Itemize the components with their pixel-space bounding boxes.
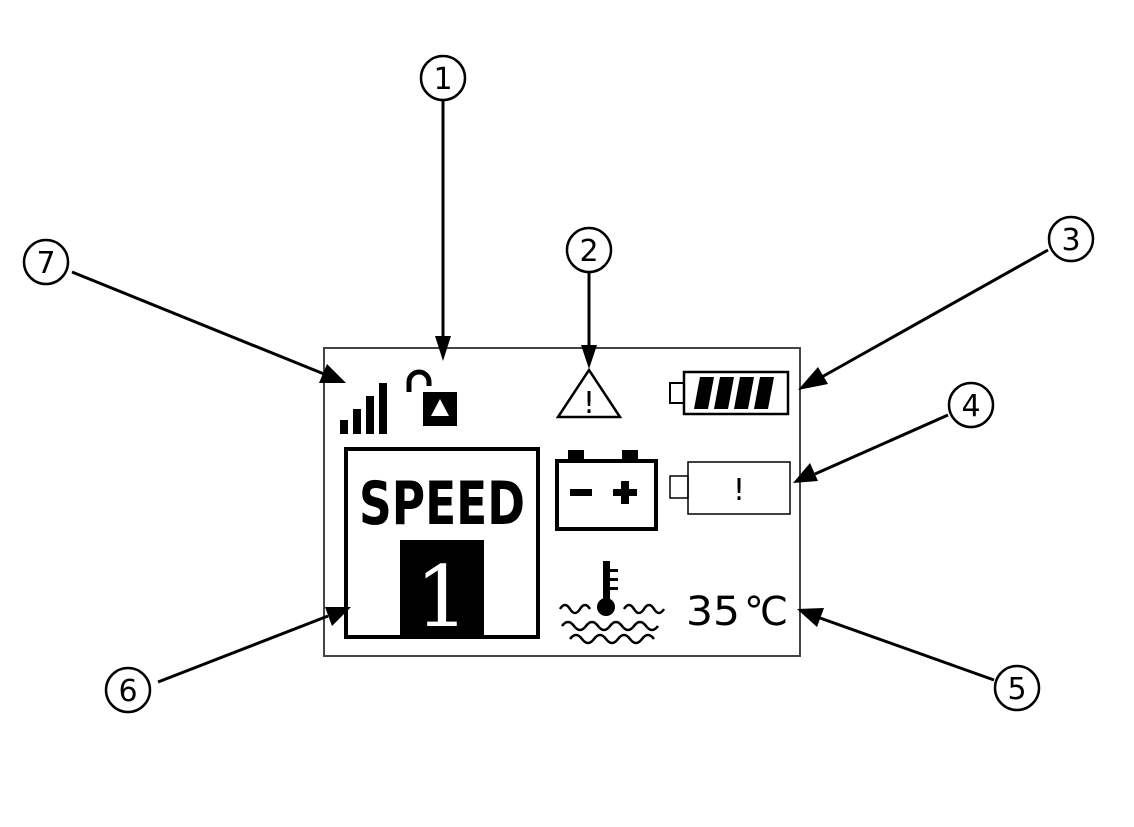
callout-arrowhead-4 (793, 463, 818, 483)
callout-marker-6: 6 (104, 666, 152, 714)
warning-triangle-icon: ! (555, 367, 623, 421)
battery-alert-icon: ! (669, 461, 791, 515)
callout-marker-4: 4 (947, 381, 995, 429)
gear-value: 1 (415, 548, 468, 646)
callout-label-4: 4 (961, 389, 980, 424)
callout-label-5: 5 (1007, 672, 1026, 707)
callout-arrowhead-3 (798, 367, 828, 390)
callout-arrowhead-6 (325, 607, 351, 626)
callout-arrowhead-2 (581, 345, 597, 369)
gear-box (400, 540, 484, 637)
battery-segment (714, 377, 734, 409)
callout-marker-7: 7 (22, 238, 70, 286)
callout-arrows (71, 101, 1049, 684)
battery-full-icon (669, 370, 790, 416)
battery-segment (754, 377, 774, 409)
unlocked-padlock-icon (406, 369, 457, 426)
callout-markers: 1 2 3 4 5 6 7 (22, 54, 1095, 714)
battery-alert-mark: ! (733, 473, 745, 508)
car-battery-icon (555, 450, 658, 531)
callout-arrowhead-1 (435, 336, 451, 361)
callout-marker-1: 1 (419, 54, 467, 102)
callout-arrow-4 (814, 413, 949, 476)
callout-label-1: 1 (433, 62, 452, 97)
signal-strength-icon (340, 383, 387, 434)
callout-label-3: 3 (1061, 223, 1080, 258)
temperature-value: 35 (686, 589, 740, 635)
speed-indicator: SPEED 1 (344, 447, 540, 646)
coolant-temperature-icon (558, 561, 666, 645)
callout-marker-5: 5 (993, 664, 1041, 712)
temperature-readout: 35 ℃ (686, 589, 788, 635)
callout-marker-3: 3 (1047, 215, 1095, 263)
callout-label-7: 7 (36, 246, 55, 281)
callout-arrowhead-7 (319, 364, 346, 383)
callout-label-6: 6 (118, 674, 137, 709)
callout-marker-2: 2 (565, 226, 613, 274)
battery-segment (734, 377, 754, 409)
callout-label-2: 2 (579, 234, 598, 269)
callout-arrow-5 (819, 616, 995, 682)
callout-arrow-3 (819, 248, 1049, 380)
temperature-unit: ℃ (744, 589, 788, 635)
battery-segment (694, 377, 714, 409)
warning-mark: ! (583, 386, 595, 421)
lcd-frame (323, 347, 801, 657)
callout-arrow-6 (157, 614, 329, 684)
speed-label: SPEED (359, 469, 525, 539)
callout-arrow-7 (71, 270, 325, 376)
callout-arrowhead-5 (797, 608, 824, 627)
